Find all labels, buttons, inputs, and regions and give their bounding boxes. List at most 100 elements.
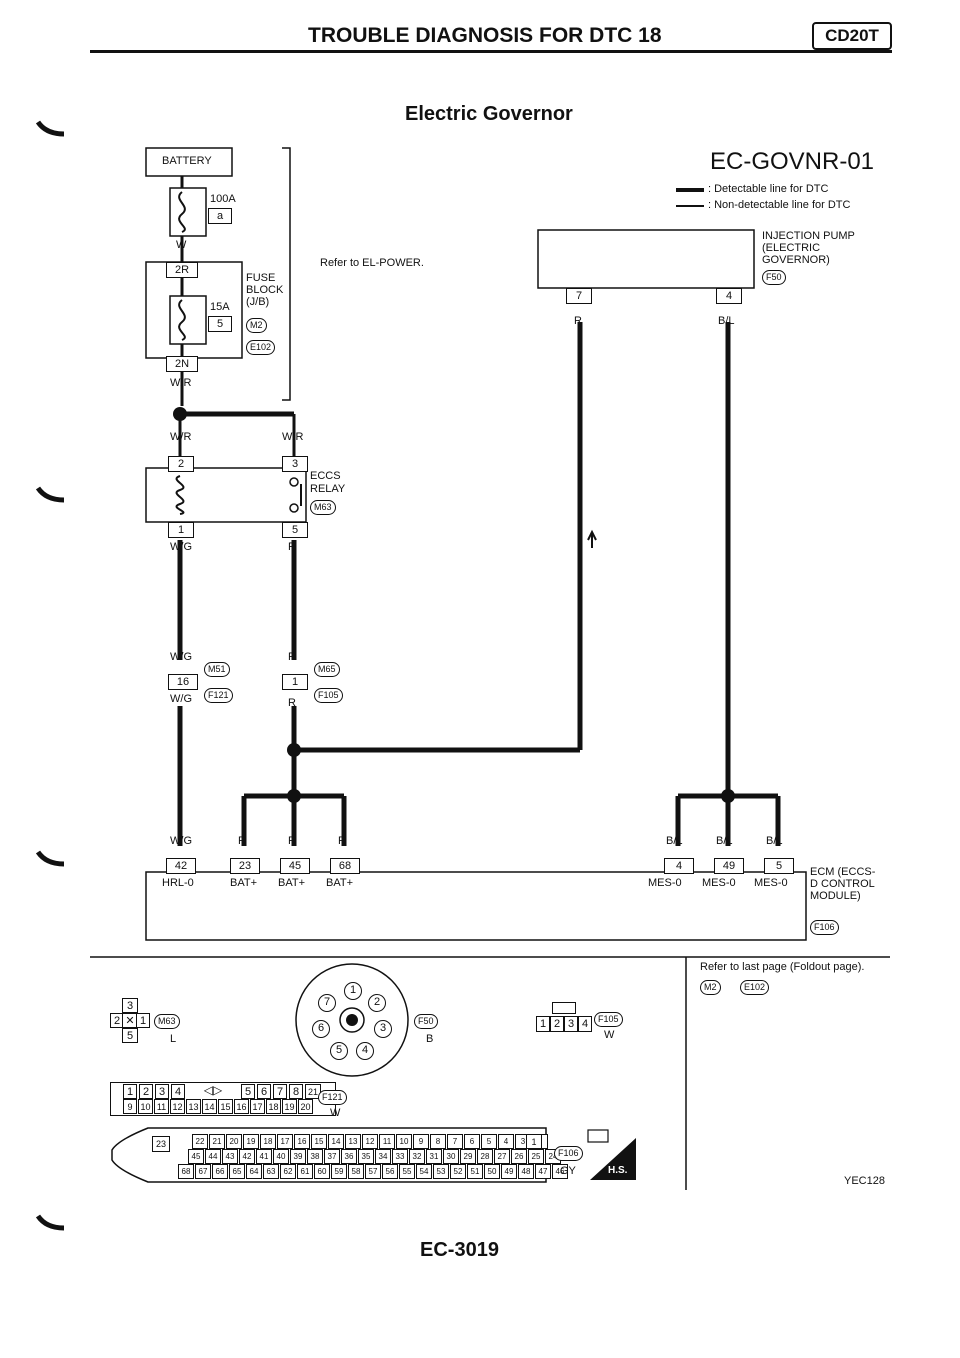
f105-label: F105 bbox=[594, 1012, 623, 1027]
f106-row3: 68 67 66 65 64 63 62 61 60 59 58 57 56 5… bbox=[178, 1164, 568, 1179]
f106-pin: 51 bbox=[467, 1164, 483, 1179]
f106-pin: 57 bbox=[365, 1164, 381, 1179]
f121-pin: 15 bbox=[218, 1099, 233, 1114]
f106-pin: 13 bbox=[345, 1134, 361, 1149]
ecm-pin: 23 bbox=[230, 858, 260, 874]
f106-pin: 68 bbox=[178, 1164, 194, 1179]
ecm-connector-f106: F106 bbox=[810, 920, 839, 935]
f106-pin: 8 bbox=[430, 1134, 446, 1149]
f106-pin: 40 bbox=[273, 1149, 289, 1164]
f106-pin: 49 bbox=[501, 1164, 517, 1179]
f105-color: W bbox=[604, 1029, 615, 1041]
fuseblock-2r: 2R bbox=[166, 262, 198, 278]
fuseblock-2n: 2N bbox=[166, 356, 198, 372]
f106-pin: 25 bbox=[528, 1149, 544, 1164]
f106-pin: 63 bbox=[263, 1164, 279, 1179]
pump-wire-4: B/L bbox=[718, 315, 735, 327]
pump-name: INJECTION PUMP (ELECTRIC GOVERNOR) bbox=[762, 230, 855, 266]
wire-wr: W/R bbox=[170, 377, 192, 389]
joint-left-pin: 16 bbox=[168, 674, 198, 690]
f121-pin: 2 bbox=[139, 1084, 153, 1099]
f105-pin: 4 bbox=[578, 1016, 592, 1032]
f106-pin: 5 bbox=[481, 1134, 497, 1149]
ecm-wire: R bbox=[338, 835, 346, 847]
f50-pin: 2 bbox=[368, 994, 386, 1012]
f50-pin: 7 bbox=[318, 994, 336, 1012]
fuse-15a-label: 15A bbox=[210, 301, 230, 313]
f50-pin: 5 bbox=[330, 1042, 348, 1060]
ecm-wire: B/L bbox=[666, 835, 683, 847]
f105-pin: 1 bbox=[536, 1016, 550, 1032]
f106-pin: 29 bbox=[460, 1149, 476, 1164]
f106-pin: 7 bbox=[447, 1134, 463, 1149]
f50-label: F50 bbox=[414, 1014, 438, 1029]
ecm-pin: 45 bbox=[280, 858, 310, 874]
fuse-100a-connector: a bbox=[208, 208, 232, 224]
relay-pin-5: 5 bbox=[282, 522, 308, 538]
f121-row1: 1 2 3 4 ◁▷ 5 6 7 8 21 bbox=[123, 1084, 321, 1099]
f106-pin: 48 bbox=[518, 1164, 534, 1179]
f106-pin: 21 bbox=[209, 1134, 225, 1149]
joint-right-top-wire: R bbox=[288, 651, 296, 663]
m63-color: L bbox=[170, 1033, 177, 1045]
f106-pin: 14 bbox=[328, 1134, 344, 1149]
f106-pin: 22 bbox=[192, 1134, 208, 1149]
fuse-15a-connector: 5 bbox=[208, 316, 232, 332]
f106-pin: 18 bbox=[260, 1134, 276, 1149]
f121-key-icon: ◁▷ bbox=[203, 1083, 223, 1097]
f106-pin: 1 bbox=[526, 1134, 542, 1149]
legend-nondetectable: : Non-detectable line for DTC bbox=[708, 199, 851, 211]
f121-pin: 14 bbox=[202, 1099, 217, 1114]
f121-label: F121 bbox=[318, 1090, 347, 1105]
f121-pin: 19 bbox=[282, 1099, 297, 1114]
ecm-wire: B/L bbox=[716, 835, 733, 847]
battery-label: BATTERY bbox=[162, 155, 212, 167]
f106-pin: 64 bbox=[246, 1164, 262, 1179]
engine-badge: CD20T bbox=[812, 22, 892, 50]
f105-pin: 3 bbox=[564, 1016, 578, 1032]
f106-pin: 32 bbox=[409, 1149, 425, 1164]
f106-pin: 33 bbox=[392, 1149, 408, 1164]
f121-pin: 7 bbox=[273, 1084, 287, 1099]
f106-pin: 26 bbox=[511, 1149, 527, 1164]
fuseblock-ref-m2: M2 bbox=[246, 318, 267, 333]
f121-pin: 1 bbox=[123, 1084, 137, 1099]
refer-el-power: Refer to EL-POWER. bbox=[320, 257, 424, 269]
relay-wire-right: W/R bbox=[282, 431, 304, 443]
ecm-signal: HRL-0 bbox=[162, 877, 194, 889]
f121-pin: 5 bbox=[241, 1084, 255, 1099]
f106-pin: 4 bbox=[498, 1134, 514, 1149]
f121-connector-face: 1 2 3 4 ◁▷ 5 6 7 8 21 9 10 11 12 13 14 1… bbox=[110, 1082, 336, 1116]
f121-pin: 11 bbox=[154, 1099, 169, 1114]
joint-left-conn-m51: M51 bbox=[204, 662, 230, 677]
joint-right-conn-m65: M65 bbox=[314, 662, 340, 677]
f106-pin: 41 bbox=[256, 1149, 272, 1164]
f106-pin: 12 bbox=[362, 1134, 378, 1149]
f106-pin: 6 bbox=[464, 1134, 480, 1149]
f106-pin: 56 bbox=[382, 1164, 398, 1179]
ecm-name: ECM (ECCS-D CONTROL MODULE) bbox=[810, 866, 876, 902]
f106-pin: 45 bbox=[188, 1149, 204, 1164]
f106-pin: 53 bbox=[433, 1164, 449, 1179]
relay-name: ECCS RELAY bbox=[310, 470, 346, 495]
ecm-pin: 49 bbox=[714, 858, 744, 874]
ecm-signal: MES-0 bbox=[754, 877, 788, 889]
f106-pin: 58 bbox=[348, 1164, 364, 1179]
f106-pin: 19 bbox=[243, 1134, 259, 1149]
f106-pin: 52 bbox=[450, 1164, 466, 1179]
joint-left-top-wire: W/G bbox=[170, 651, 192, 663]
f50-pin: 1 bbox=[344, 982, 362, 1000]
ecm-pin: 4 bbox=[664, 858, 694, 874]
f106-pin: 38 bbox=[307, 1149, 323, 1164]
joint-right-bot-wire: R bbox=[288, 697, 296, 709]
f106-pin: 11 bbox=[379, 1134, 395, 1149]
f106-pin: 16 bbox=[294, 1134, 310, 1149]
bottom-ref-e102: E102 bbox=[740, 980, 770, 995]
f106-pin: 30 bbox=[443, 1149, 459, 1164]
wire-w: W bbox=[176, 239, 187, 251]
f106-pin: 50 bbox=[484, 1164, 500, 1179]
bottom-ref-m2: M2 bbox=[700, 980, 721, 995]
